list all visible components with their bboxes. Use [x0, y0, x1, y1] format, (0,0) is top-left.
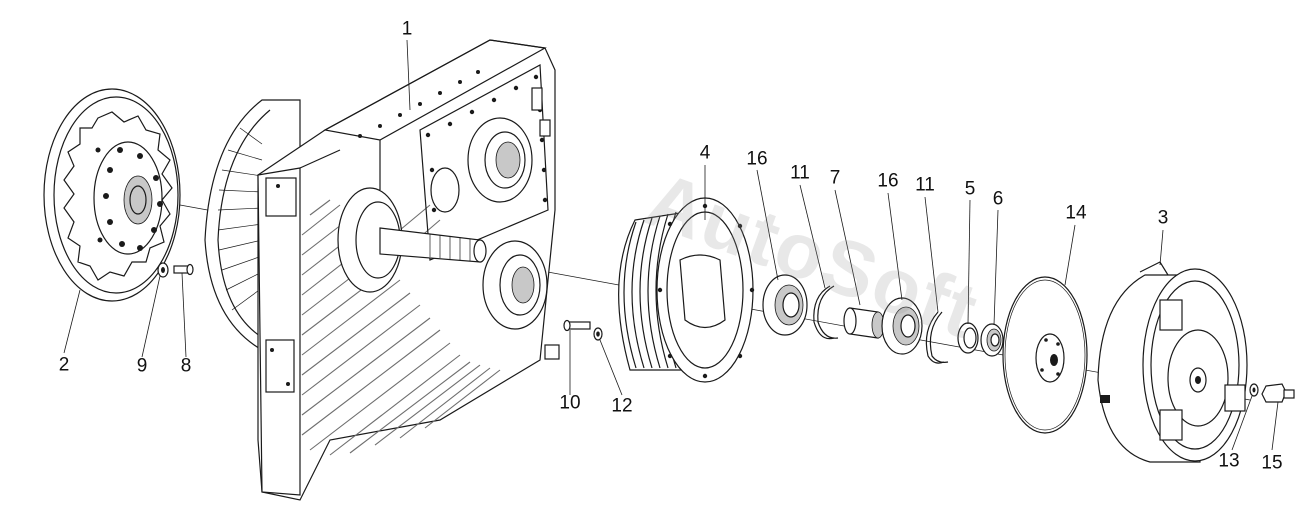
callout-9: 9 [136, 355, 148, 377]
part-6-oil-seal [980, 323, 1004, 357]
part-11-circlip-right [925, 311, 949, 364]
part-9-washer [157, 262, 169, 278]
part-10-bolt [563, 319, 591, 332]
callout-6: 6 [992, 188, 1004, 210]
callout-12: 12 [611, 395, 633, 417]
callout-1: 1 [401, 18, 413, 40]
leader-lines [63, 39, 1279, 451]
callout-2: 2 [58, 354, 70, 376]
callout-16-left: 16 [746, 148, 768, 170]
part-11-circlip-left [813, 285, 839, 340]
part-1-gearbox-housing [204, 39, 560, 501]
callout-11-right: 11 [915, 174, 935, 196]
part-3-clutch-drum [1097, 261, 1248, 463]
part-16-bearing-right [881, 297, 923, 355]
callout-8: 8 [180, 355, 192, 377]
part-15-plug-fitting [1261, 383, 1295, 403]
part-16-bearing-left [762, 274, 808, 336]
callout-16-right: 16 [877, 170, 899, 192]
callout-15: 15 [1261, 452, 1283, 474]
part-2-flex-plate [43, 88, 181, 302]
part-14-driven-disc [1002, 276, 1088, 434]
part-4-pulley-housing [618, 197, 755, 383]
callout-7: 7 [829, 167, 841, 189]
callout-11-left: 11 [790, 162, 810, 184]
part-7-spacer-sleeve [843, 307, 885, 339]
callout-14: 14 [1065, 202, 1087, 224]
callout-5: 5 [964, 178, 976, 200]
callout-10: 10 [559, 392, 581, 414]
part-12-washer [593, 327, 603, 341]
part-8-bolt [173, 263, 194, 276]
callout-4: 4 [699, 142, 711, 164]
part-13-o-ring [1249, 383, 1259, 397]
callout-13: 13 [1218, 450, 1240, 472]
callout-3: 3 [1157, 207, 1169, 229]
